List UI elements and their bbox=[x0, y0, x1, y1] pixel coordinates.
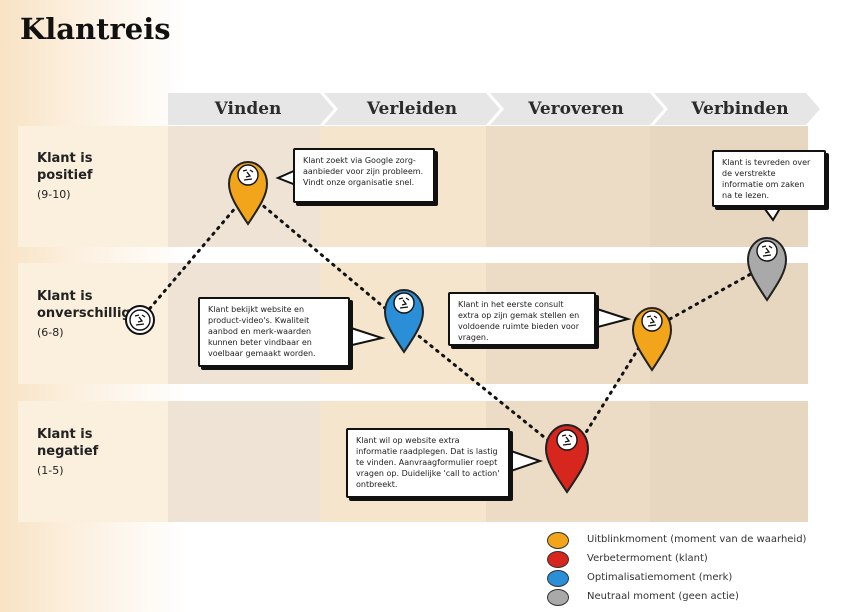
pin-blue-icon bbox=[383, 288, 425, 354]
phase-arrow-3 bbox=[490, 93, 664, 125]
row-label-negative: Klant is negatief (1-5) bbox=[37, 426, 157, 479]
legend-item-uitblink: Uitblinkmoment (moment van de waarheid) bbox=[545, 531, 806, 549]
phase-arrow-2 bbox=[324, 93, 500, 125]
bubble-veroveren: Klant in het eerste consult extra op zij… bbox=[448, 292, 596, 346]
phase-label-verbinden: Verbinden bbox=[691, 99, 789, 119]
bubble-tail-2 bbox=[347, 325, 386, 348]
page-title: Klantreis bbox=[20, 12, 171, 46]
bubble-tail-3 bbox=[593, 306, 632, 330]
bubble-tail-4 bbox=[760, 204, 784, 222]
phase-arrow-1 bbox=[168, 93, 334, 125]
start-face-icon bbox=[125, 305, 155, 335]
row-label-positive: Klant is positief (9-10) bbox=[37, 150, 157, 203]
pin-red-icon bbox=[544, 423, 590, 494]
bubble-tail-5 bbox=[507, 448, 544, 474]
legend-orange-icon bbox=[547, 532, 569, 549]
phase-label-vinden: Vinden bbox=[214, 99, 282, 119]
row-band-negative bbox=[18, 401, 808, 522]
row-score-negative: (1-5) bbox=[37, 464, 64, 477]
bubble-verleiden: Klant bekijkt website en product-video's… bbox=[198, 297, 350, 367]
pin-orange-icon bbox=[227, 160, 269, 226]
phase-label-verleiden: Verleiden bbox=[366, 99, 458, 119]
legend-red-icon bbox=[547, 551, 569, 568]
phase-arrows bbox=[168, 93, 820, 125]
pin-orange-icon-2 bbox=[631, 306, 673, 372]
legend-blue-icon bbox=[547, 570, 569, 587]
bubble-negatief: Klant wil op website extra informatie ra… bbox=[346, 428, 510, 498]
pin-gray-icon bbox=[746, 236, 788, 302]
legend-item-optimalisatie: Optimalisatiemoment (merk) bbox=[545, 569, 806, 587]
phase-label-veroveren: Veroveren bbox=[528, 99, 624, 119]
row-label-neutral: Klant is onverschillig (6-8) bbox=[37, 288, 157, 341]
phase-arrow-4 bbox=[654, 93, 820, 125]
legend-item-neutraal: Neutraal moment (geen actie) bbox=[545, 588, 806, 606]
legend-gray-icon bbox=[547, 589, 569, 606]
legend-item-verbeter: Verbetermoment (klant) bbox=[545, 550, 806, 568]
row-score-neutral: (6-8) bbox=[37, 326, 64, 339]
bubble-verbinden: Klant is tevreden over de verstrekte inf… bbox=[712, 150, 826, 207]
bubble-vinden: Klant zoekt via Google zorg-aanbieder vo… bbox=[293, 148, 435, 203]
legend: Uitblinkmoment (moment van de waarheid) … bbox=[545, 531, 806, 607]
row-score-positive: (9-10) bbox=[37, 188, 71, 201]
